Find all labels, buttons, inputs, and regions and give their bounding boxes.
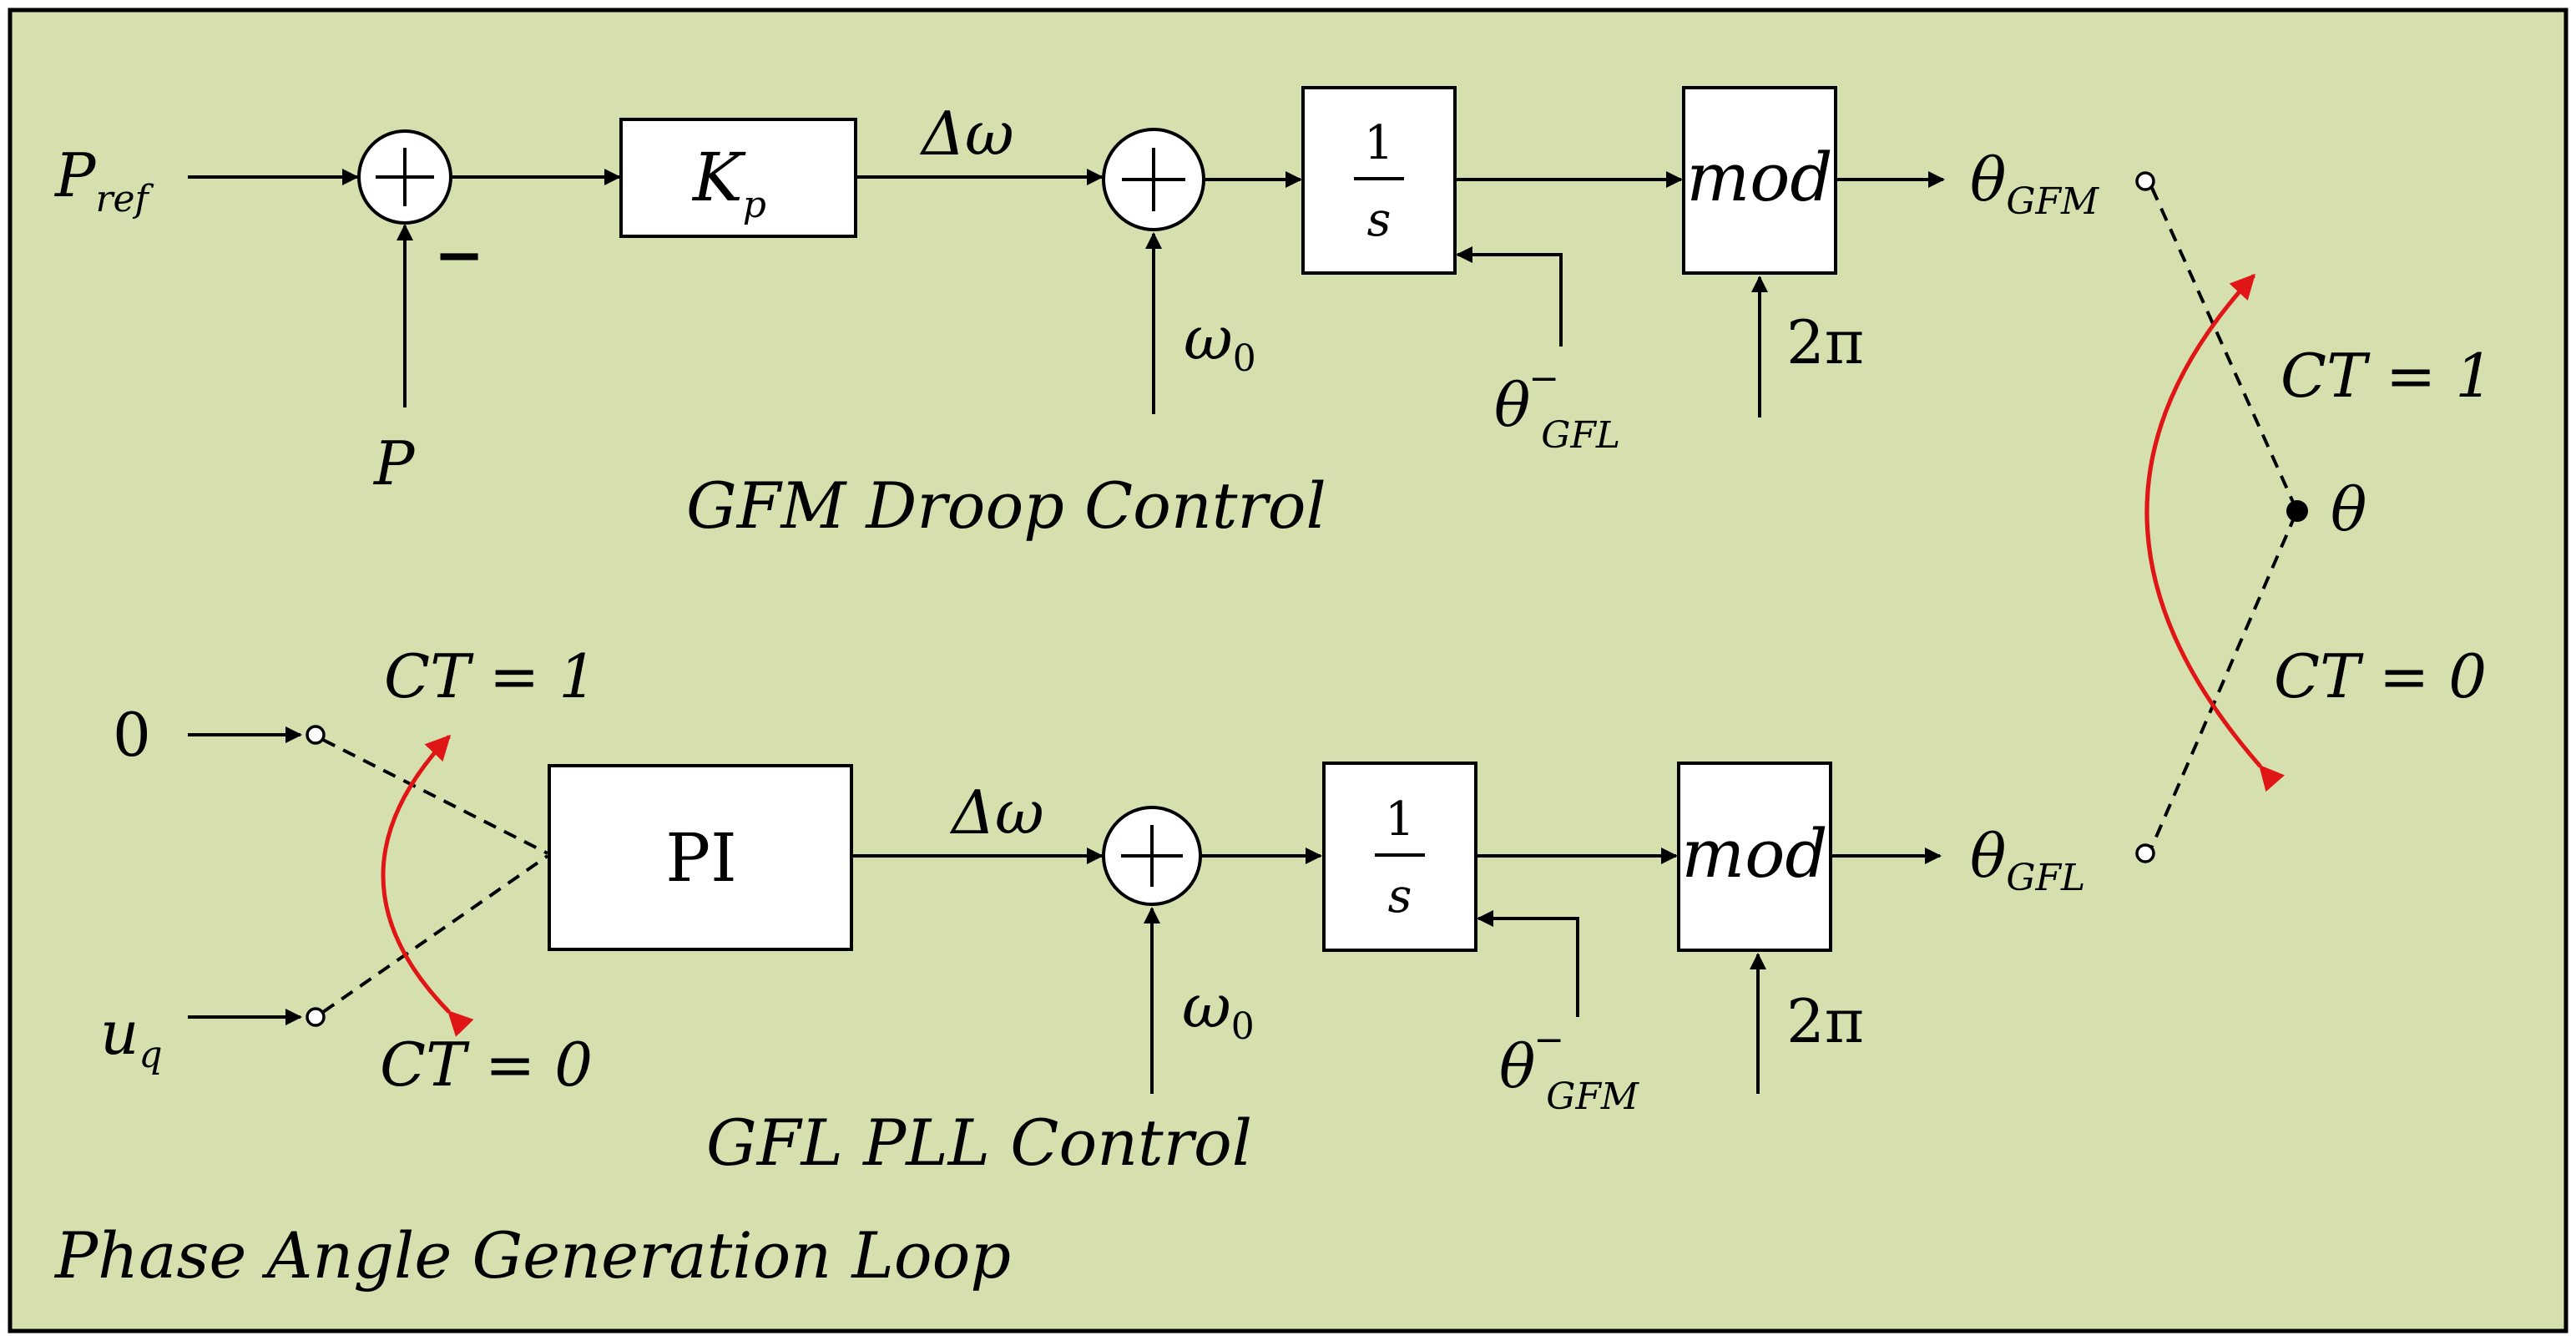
theta-gfl-output: θGFL bbox=[1970, 821, 2085, 899]
input-zero-label: 0 bbox=[113, 700, 151, 770]
integrator-num-top: 1 bbox=[1364, 116, 1394, 170]
diagram-frame bbox=[8, 8, 2568, 1333]
gfm-droop-control: Pref − P Kp Δω ω0 1 s bbox=[53, 86, 2099, 543]
omega0-bottom: ω0 bbox=[1182, 971, 1255, 1048]
pi-block bbox=[548, 764, 853, 951]
terminal-gfl bbox=[2135, 843, 2155, 863]
diagram-title: Phase Angle Generation Loop bbox=[53, 1218, 1011, 1293]
integrator-num-bottom: 1 bbox=[1385, 792, 1415, 847]
mod-label-bottom: mod bbox=[1681, 815, 1827, 893]
mod-block-top bbox=[1682, 86, 1837, 275]
integrator-den-top: s bbox=[1367, 193, 1392, 247]
gfm-section-label: GFM Droop Control bbox=[686, 468, 1326, 543]
delta-omega-bottom: Δω bbox=[949, 777, 1044, 848]
gain-kp-label: Kp bbox=[691, 139, 766, 226]
reset-wire-bottom bbox=[1477, 910, 1579, 1017]
selector-ct1: CT = 1 bbox=[2281, 341, 2493, 411]
reset-angle-bottom: θ−GFM bbox=[1499, 1019, 1639, 1118]
sum-junction-2 bbox=[1102, 128, 1205, 231]
p-feedback-label: P bbox=[372, 428, 416, 498]
theta-output: θ bbox=[2331, 474, 2366, 544]
gfl-section-label: GFL PLL Control bbox=[706, 1106, 1252, 1180]
two-pi-top: 2π bbox=[1786, 307, 1864, 377]
terminal-zero bbox=[306, 725, 326, 745]
gfl-pll-control: 0 uq CT = 1 CT = 0 PI Δω ω0 1 s θ−GFM bbox=[100, 641, 2085, 1180]
two-pi-bottom: 2π bbox=[1786, 986, 1864, 1056]
switch-arrow-right bbox=[2144, 273, 2286, 792]
input-uq-label: uq bbox=[100, 998, 163, 1076]
sum-junction-3 bbox=[1102, 806, 1202, 906]
minus-sign: − bbox=[434, 219, 484, 290]
switch-arrow-left bbox=[381, 734, 474, 1037]
reset-wire-top bbox=[1456, 246, 1563, 347]
sum-junction-1 bbox=[357, 129, 452, 225]
theta-gfm-output: θGFM bbox=[1970, 144, 2099, 223]
reset-angle-top: θ−GFL bbox=[1494, 357, 1620, 457]
gain-kp-block bbox=[619, 118, 857, 238]
omega0-top: ω0 bbox=[1184, 303, 1256, 380]
pll-ct0: CT = 0 bbox=[380, 1030, 593, 1100]
pref-label: Pref bbox=[53, 140, 154, 220]
integrator-den-bottom: s bbox=[1388, 869, 1412, 924]
pll-ct1: CT = 1 bbox=[384, 641, 597, 711]
terminal-uq bbox=[306, 1007, 326, 1027]
angle-selector-switch: θ CT = 1 CT = 0 bbox=[2135, 171, 2493, 863]
delta-omega-top: Δω bbox=[919, 99, 1014, 169]
pi-label: PI bbox=[665, 819, 736, 897]
mod-label-top: mod bbox=[1686, 139, 1832, 216]
selector-ct0: CT = 0 bbox=[2274, 641, 2487, 711]
switch-pivot bbox=[2286, 500, 2308, 522]
terminal-gfm bbox=[2135, 171, 2155, 191]
